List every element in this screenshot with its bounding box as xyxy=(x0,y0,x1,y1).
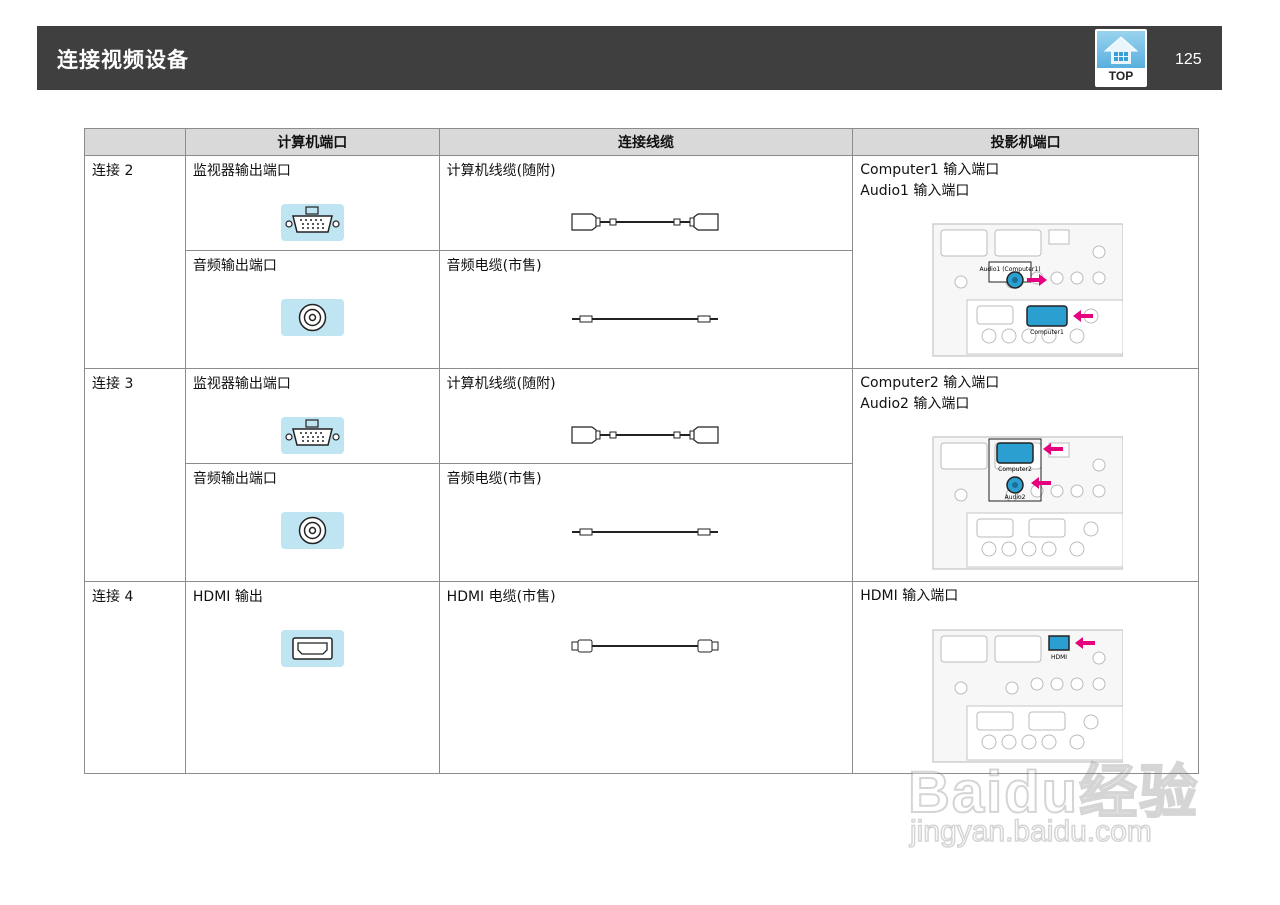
cable-cell: 计算机线缆(随附) xyxy=(438,155,854,251)
computer-port-label: 音频输出端口 xyxy=(192,471,277,487)
panel-label-hdmi: HDMI xyxy=(1051,654,1067,661)
table-row: 连接 2 监视器输出端口 计算机线缆(随附) Computer1 输入端口 Au… xyxy=(84,155,1199,369)
top-button[interactable]: TOP xyxy=(1095,29,1147,87)
projector-port-line: Computer1 输入端口 xyxy=(860,162,1000,178)
projector-panel-diagram: Computer2 Audio2 xyxy=(927,433,1123,573)
cable-label: 计算机线缆(随附) xyxy=(446,163,556,179)
top-button-label: TOP xyxy=(1097,68,1145,85)
computer1-port-icon xyxy=(1026,305,1068,327)
hdmi-cable-icon xyxy=(570,634,720,658)
audio-port-icon xyxy=(280,512,344,549)
computer-port-cell: 音频输出端口 xyxy=(184,250,440,369)
computer-port-cell: 监视器输出端口 xyxy=(184,368,440,464)
projector-port-line: HDMI 输入端口 xyxy=(860,588,959,604)
projector-port-cell: HDMI 输入端口 HDMI xyxy=(852,581,1199,774)
panel-label-computer2: Computer2 xyxy=(998,466,1032,473)
computer2-highlight-box xyxy=(988,438,1042,502)
connection-label: 连接 4 xyxy=(84,581,186,774)
computer-port-label: 音频输出端口 xyxy=(192,258,277,274)
computer-port-cell: HDMI 输出 xyxy=(184,581,440,774)
computer-port-label: 监视器输出端口 xyxy=(192,163,291,179)
table-row: 连接 4 HDMI 输出 HDMI 电缆(市售) HDMI 输入端口 HDMI xyxy=(84,581,1199,774)
connection-label: 连接 3 xyxy=(84,368,186,582)
table-row: 连接 3 监视器输出端口 计算机线缆(随附) Computer2 输入端口 Au… xyxy=(84,368,1199,582)
cable-label: HDMI 电缆(市售) xyxy=(446,589,556,605)
page-title: 连接视频设备 xyxy=(57,48,189,72)
pink-arrow-icon xyxy=(1027,274,1048,286)
cable-cell: 音频电缆(市售) xyxy=(438,250,854,369)
pink-arrow-icon xyxy=(1043,443,1064,455)
hdmi-port-highlight-icon xyxy=(1048,635,1070,651)
projector-panel-diagram: Audio1 (Computer1) Computer1 xyxy=(927,220,1123,360)
header-cell-cable: 连接线缆 xyxy=(438,128,854,156)
pink-arrow-icon xyxy=(1075,637,1096,649)
vga-port-icon xyxy=(280,417,344,454)
page-header: 连接视频设备 TOP 125 xyxy=(37,26,1222,90)
vga-cable-icon xyxy=(570,423,720,447)
audio1-port-center-icon xyxy=(1012,277,1019,283)
computer2-port-icon xyxy=(996,442,1034,464)
cable-cell: HDMI 电缆(市售) xyxy=(438,581,854,774)
cable-label: 音频电缆(市售) xyxy=(446,471,542,487)
computer-port-label: 监视器输出端口 xyxy=(192,376,291,392)
cable-cell: 计算机线缆(随附) xyxy=(438,368,854,464)
cable-label: 计算机线缆(随附) xyxy=(446,376,556,392)
projector-port-line: Computer2 输入端口 xyxy=(860,375,1000,391)
header-cell-projector-port: 投影机端口 xyxy=(852,128,1199,156)
projector-port-line: Audio2 输入端口 xyxy=(860,396,970,412)
audio-port-icon xyxy=(280,299,344,336)
audio2-port-center-icon xyxy=(1012,482,1019,488)
cable-cell: 音频电缆(市售) xyxy=(438,463,854,582)
projector-port-cell: Computer1 输入端口 Audio1 输入端口 Audio1 (Compu… xyxy=(852,155,1199,369)
table-row: 音频输出端口 音频电缆(市售) xyxy=(85,463,1199,582)
table-row: 音频输出端口 音频电缆(市售) xyxy=(85,250,1199,369)
vga-port-icon xyxy=(280,204,344,241)
projector-port-cell: Computer2 输入端口 Audio2 输入端口 Computer2 Aud… xyxy=(852,368,1199,582)
header-cell-computer-port: 计算机端口 xyxy=(184,128,440,156)
header-cell-blank xyxy=(84,128,186,156)
computer-port-cell: 音频输出端口 xyxy=(184,463,440,582)
audio-cable-icon xyxy=(570,307,720,331)
home-icon xyxy=(1103,36,1139,64)
connection-table: 计算机端口 连接线缆 投影机端口 连接 2 监视器输出端口 计算机线缆(随附) … xyxy=(84,128,1199,774)
computer-port-label: HDMI 输出 xyxy=(192,589,263,605)
watermark-url: jingyan.baidu.com xyxy=(909,814,1152,849)
audio-cable-icon xyxy=(570,520,720,544)
projector-port-line: Audio1 输入端口 xyxy=(860,183,970,199)
panel-label-computer1: Computer1 xyxy=(1030,329,1064,336)
table-header-row: 计算机端口 连接线缆 投影机端口 xyxy=(84,128,1199,156)
projector-panel-diagram: HDMI xyxy=(927,626,1123,766)
pink-arrow-icon xyxy=(1031,477,1052,489)
computer-port-cell: 监视器输出端口 xyxy=(184,155,440,251)
panel-label-audio1: Audio1 (Computer1) xyxy=(980,266,1041,273)
pink-arrow-icon xyxy=(1073,310,1094,322)
page-number: 125 xyxy=(1175,51,1202,68)
hdmi-port-icon xyxy=(280,630,344,667)
connection-label: 连接 2 xyxy=(84,155,186,369)
panel-label-audio2: Audio2 xyxy=(1005,494,1026,501)
cable-label: 音频电缆(市售) xyxy=(446,258,542,274)
vga-cable-icon xyxy=(570,210,720,234)
